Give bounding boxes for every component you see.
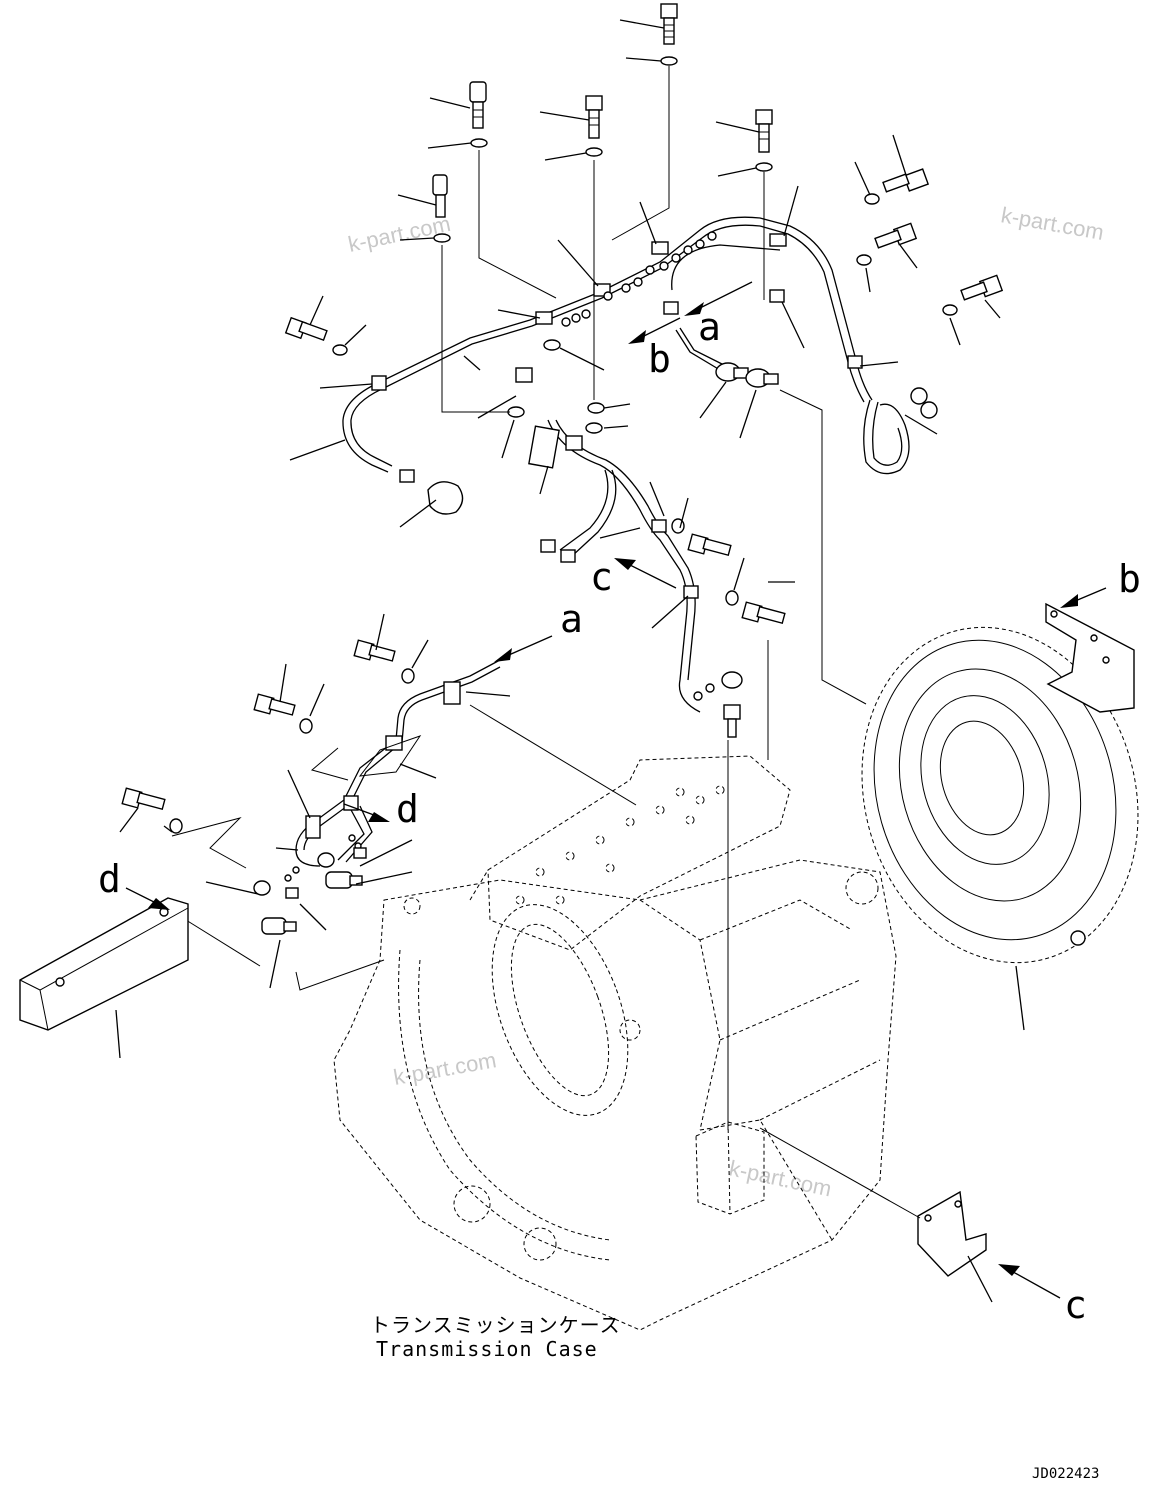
tag-icon bbox=[358, 735, 422, 777]
view-arrow-c-mid: c bbox=[590, 555, 677, 599]
drawing-code: JD022423 bbox=[1032, 1466, 1099, 1482]
caption-english: Transmission Case bbox=[376, 1337, 598, 1361]
view-arrow-a-mid: a bbox=[494, 597, 583, 662]
bolt-icon bbox=[121, 787, 166, 811]
washer-icon bbox=[725, 590, 739, 606]
clamp-icon bbox=[515, 367, 533, 383]
view-label: a bbox=[560, 597, 583, 641]
bolt-icon bbox=[741, 601, 786, 625]
watermark: k-part.com bbox=[346, 211, 453, 257]
clamp-icon bbox=[847, 355, 863, 369]
clamp-icon bbox=[651, 241, 669, 255]
clamp-icon bbox=[769, 289, 785, 303]
watermark: k-part.com bbox=[727, 1155, 834, 1201]
bolt-icon bbox=[755, 109, 773, 153]
washer-icon bbox=[587, 402, 605, 414]
bolt-icon bbox=[585, 95, 603, 139]
clamp-icon bbox=[343, 795, 359, 811]
washer-icon bbox=[543, 339, 561, 351]
lower-wiring-harness: a d bbox=[119, 597, 637, 991]
bolt-icon bbox=[253, 693, 296, 716]
bolt-icon bbox=[660, 3, 678, 45]
reference-line bbox=[611, 66, 670, 241]
washer-icon bbox=[585, 422, 603, 434]
view-arrow-b-right: b bbox=[1060, 557, 1141, 608]
grommet-icon bbox=[427, 481, 464, 515]
connector-pin-row bbox=[561, 231, 717, 327]
upper-wiring-harness bbox=[289, 185, 938, 713]
view-label: a bbox=[698, 305, 721, 349]
clamp-icon bbox=[683, 585, 699, 599]
clamp-icon bbox=[769, 233, 787, 247]
washer-icon bbox=[856, 254, 872, 266]
view-arrow-d-mid: d bbox=[343, 787, 419, 831]
washer-icon bbox=[299, 718, 313, 734]
washer-icon bbox=[470, 138, 488, 148]
tag-icon bbox=[528, 425, 560, 469]
sensor-icon bbox=[745, 368, 779, 388]
clamp-icon bbox=[285, 887, 299, 899]
washer-icon bbox=[942, 304, 958, 316]
view-label: c bbox=[1064, 1283, 1087, 1327]
bolt-icon bbox=[432, 174, 448, 218]
bolt-icon bbox=[353, 639, 396, 662]
view-arrow-d-left: d bbox=[98, 857, 170, 910]
washer-icon bbox=[755, 162, 773, 172]
connector-icon bbox=[560, 549, 576, 563]
clamp-icon bbox=[535, 311, 553, 325]
caption-japanese: トランスミッションケース bbox=[370, 1313, 621, 1337]
connector-icon bbox=[920, 401, 938, 419]
washer-icon bbox=[660, 56, 678, 66]
washer-icon bbox=[401, 668, 415, 684]
cover-bracket-c: c bbox=[759, 1127, 1087, 1327]
transmission-case bbox=[333, 755, 897, 1331]
flange-cover bbox=[861, 626, 1139, 1031]
valve-holes bbox=[515, 785, 725, 905]
washer-icon bbox=[864, 193, 880, 205]
bolt-icon bbox=[469, 81, 487, 129]
bolt-icon bbox=[687, 533, 732, 557]
washer-icon bbox=[169, 818, 183, 834]
view-arrow-c-bottom: c bbox=[998, 1264, 1087, 1327]
connector-icon bbox=[910, 387, 928, 405]
reference-line bbox=[478, 150, 557, 299]
clamp-icon bbox=[663, 301, 679, 315]
washer-icon bbox=[433, 233, 451, 243]
cover-bracket-b: b bbox=[1045, 557, 1141, 713]
reference-line bbox=[779, 389, 867, 705]
bolt-icon bbox=[874, 222, 918, 249]
connector-icon bbox=[399, 469, 415, 483]
clamp-icon bbox=[565, 435, 583, 451]
clamp-icon bbox=[651, 519, 667, 533]
bolt-icon bbox=[960, 274, 1004, 301]
watermark: k-part.com bbox=[999, 202, 1106, 245]
view-label: c bbox=[590, 555, 613, 599]
top-fastener-group bbox=[284, 3, 1004, 356]
view-label: b bbox=[648, 337, 671, 381]
sensor-icon bbox=[317, 852, 363, 889]
reference-line bbox=[441, 245, 510, 413]
view-label: d bbox=[98, 857, 121, 901]
clamp-icon bbox=[443, 681, 461, 705]
cover-plate-d: d bbox=[19, 857, 189, 1059]
clamp-icon bbox=[305, 815, 321, 839]
washer-icon bbox=[332, 344, 348, 356]
clamp-icon bbox=[353, 847, 367, 859]
sensor-icon bbox=[715, 362, 749, 382]
view-arrow-b-top: b bbox=[628, 317, 681, 381]
sensor-icon bbox=[721, 671, 743, 738]
bolt-icon bbox=[882, 168, 930, 193]
sensor-icon bbox=[253, 880, 297, 935]
washer-icon bbox=[507, 406, 525, 418]
washer-icon bbox=[585, 147, 603, 157]
clamp-icon bbox=[371, 375, 387, 391]
bolt-icon bbox=[284, 316, 328, 342]
view-label: b bbox=[1118, 557, 1141, 601]
view-arrow-a-top: a bbox=[684, 281, 753, 349]
view-label: d bbox=[396, 787, 419, 831]
connector-icon bbox=[540, 539, 556, 553]
